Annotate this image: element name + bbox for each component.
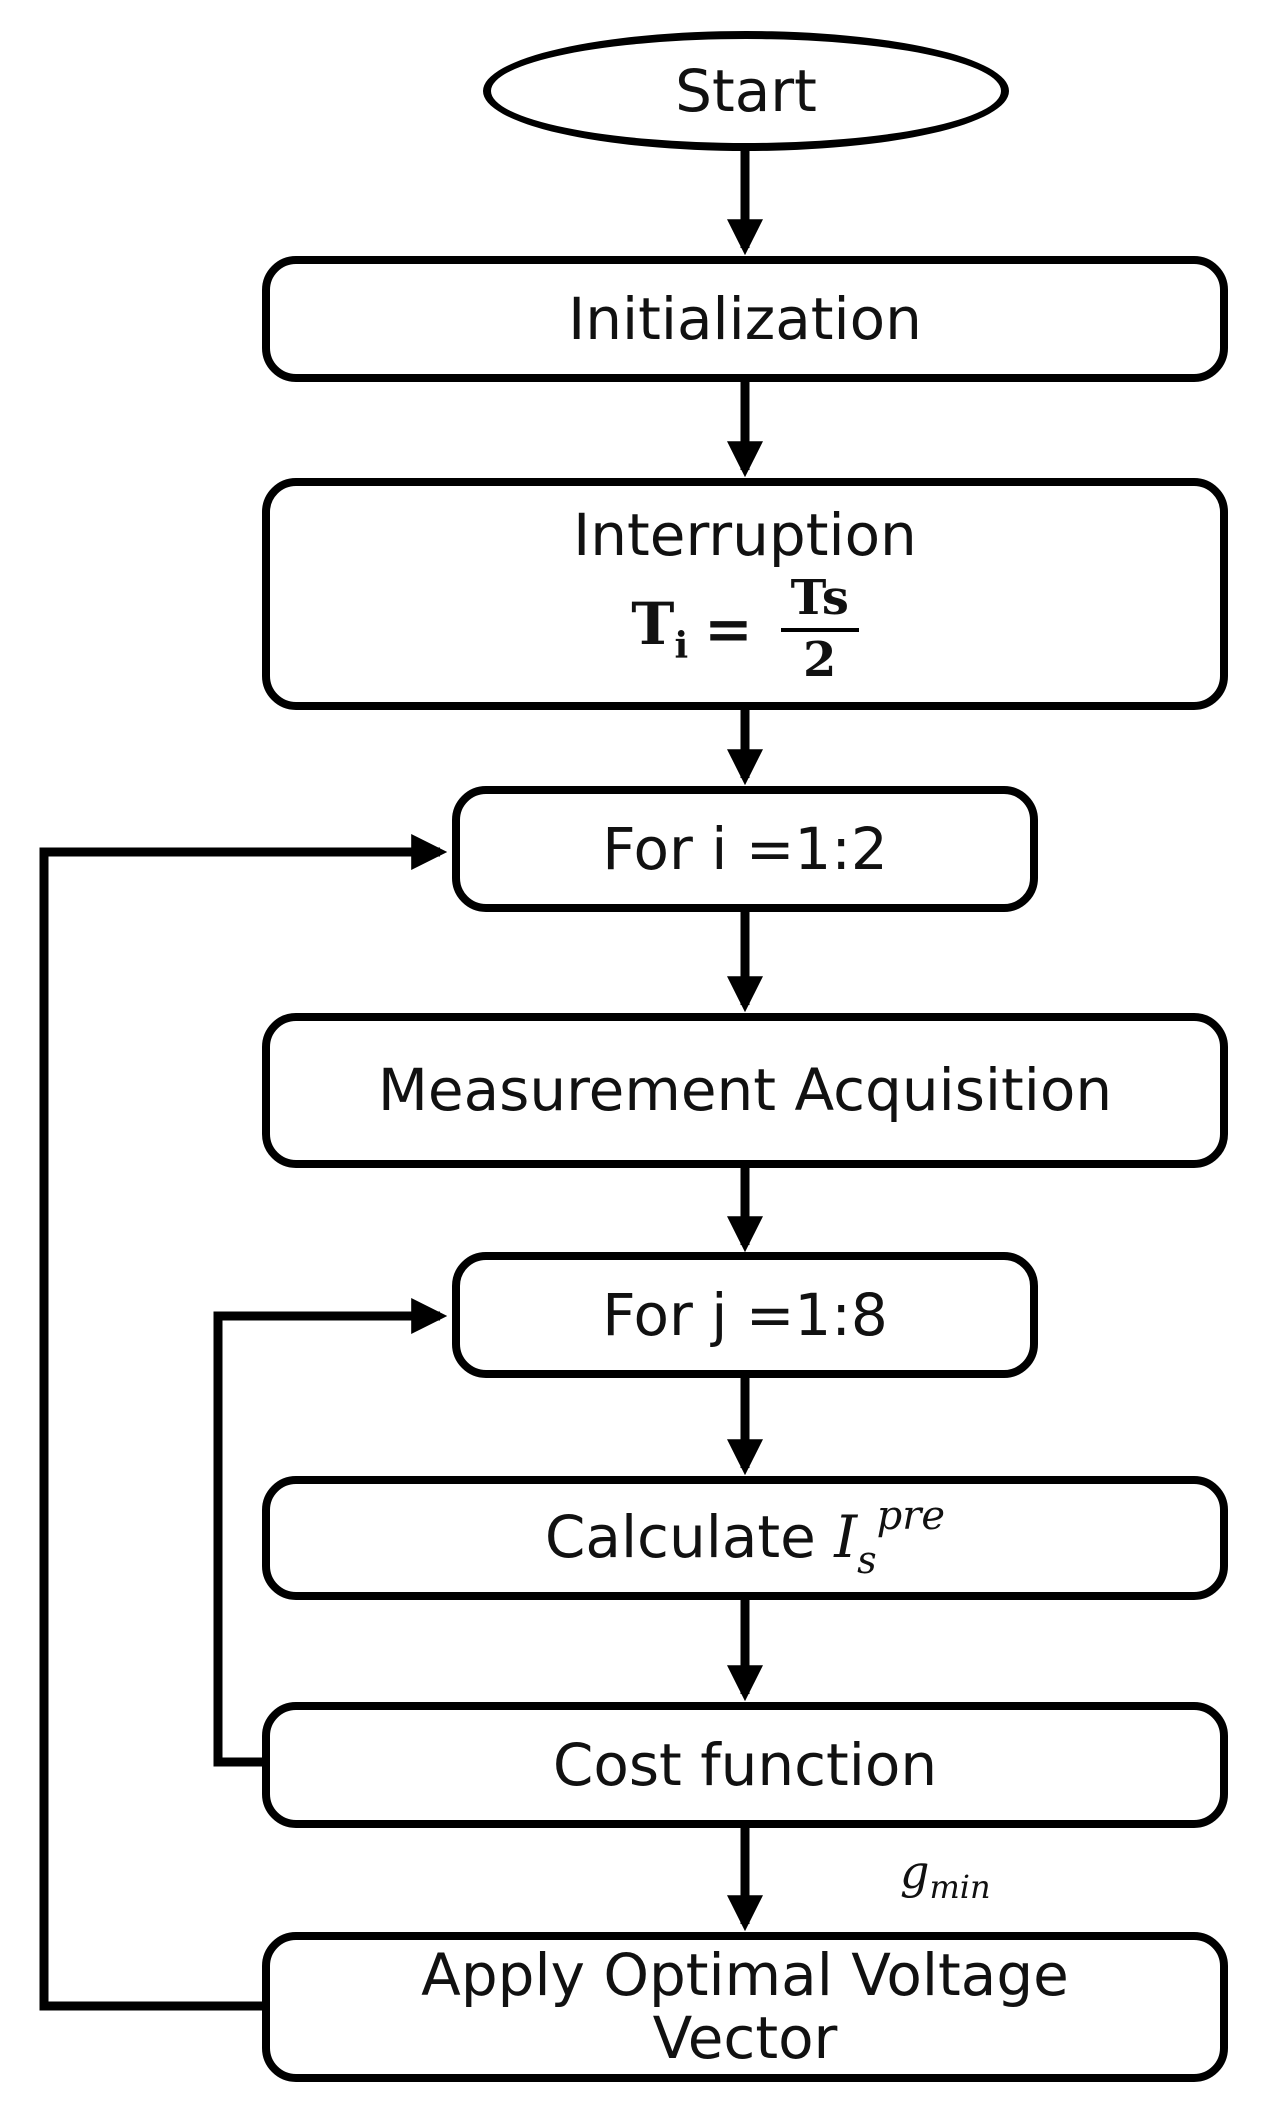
- loop-i-label: For i =1:2: [602, 814, 888, 883]
- loop-j-box: For j =1:8: [452, 1252, 1038, 1378]
- formula-fraction: Ts 2: [780, 570, 859, 689]
- fraction-bar: [780, 628, 859, 633]
- calculate-subscript: s: [857, 1537, 877, 1582]
- initialization-label: Initialization: [568, 284, 922, 353]
- calculate-content: Calculate Ispre: [544, 1494, 945, 1581]
- gmin-base: g: [900, 1845, 930, 1899]
- cost-function-label: Cost function: [552, 1730, 938, 1799]
- formula-numerator: Ts: [790, 570, 849, 627]
- start-label: Start: [675, 56, 817, 125]
- cost-function-box: Cost function: [262, 1702, 1228, 1828]
- formula-denominator: 2: [803, 632, 837, 689]
- apply-box: Apply Optimal Voltage Vector: [262, 1932, 1228, 2082]
- formula-lhs-subscript: i: [674, 624, 689, 667]
- start-terminal: Start: [483, 31, 1009, 151]
- calculate-box: Calculate Ispre: [262, 1476, 1228, 1600]
- calculate-label: Calculate: [544, 1502, 816, 1571]
- formula-equals: =: [704, 595, 753, 663]
- loop-back-cost-to-loop-j: [213, 1298, 448, 1767]
- loop-i-box: For i =1:2: [452, 786, 1038, 912]
- gmin-annotation: gmin: [900, 1845, 1020, 1906]
- gmin-subscript: min: [929, 1868, 991, 1906]
- loop-back-apply-to-loop-i: [39, 834, 448, 2011]
- calculate-symbol: Ispre: [834, 1494, 945, 1580]
- interruption-box: Interruption Ti = Ts 2: [262, 478, 1228, 710]
- measurement-label: Measurement Acquisition: [377, 1056, 1113, 1125]
- interruption-label: Interruption: [573, 500, 917, 569]
- loop-j-label: For j =1:8: [602, 1280, 888, 1349]
- formula-lhs-base: T: [631, 589, 675, 658]
- formula-lhs: Ti: [631, 593, 688, 666]
- apply-label-line2: Vector: [652, 2004, 838, 2072]
- measurement-box: Measurement Acquisition: [262, 1013, 1228, 1168]
- initialization-box: Initialization: [262, 256, 1228, 382]
- apply-label-line1: Apply Optimal Voltage: [421, 1941, 1069, 2010]
- calculate-symbol-base: I: [834, 1502, 858, 1571]
- calculate-superscript: pre: [876, 1492, 946, 1539]
- interruption-formula: Ti = Ts 2: [631, 570, 859, 689]
